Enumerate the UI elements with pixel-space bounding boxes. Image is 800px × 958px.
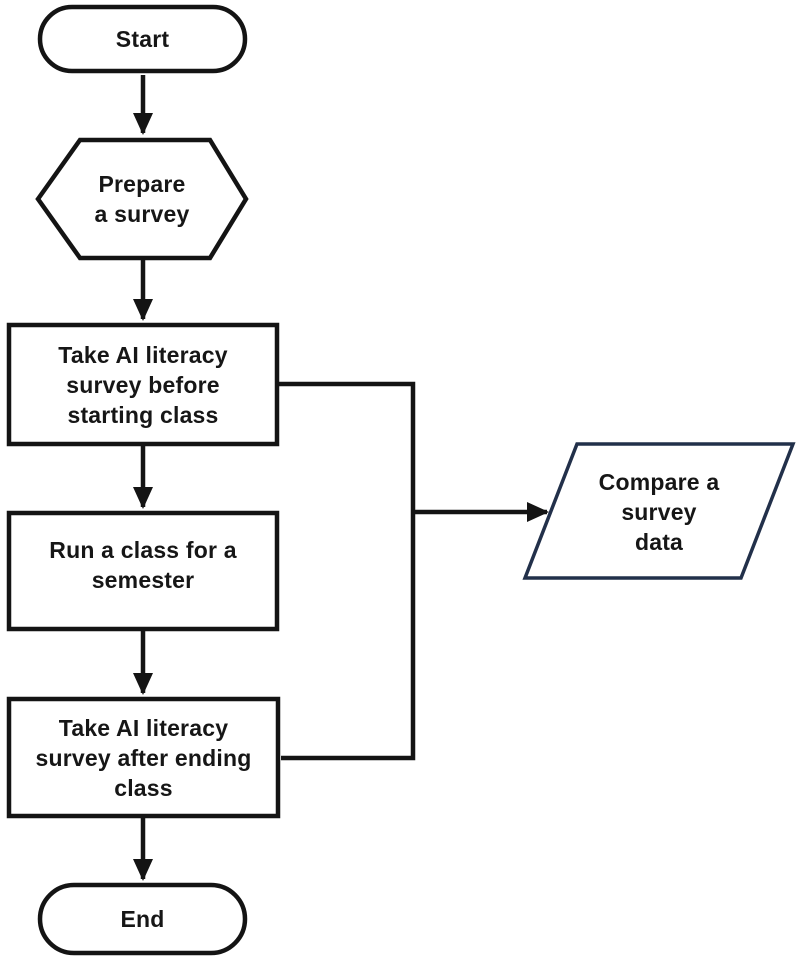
survey-after-process-shape <box>6 696 281 819</box>
survey-before-process-shape <box>6 322 280 447</box>
end-terminator-shape <box>37 882 248 956</box>
prepare-hexagon-shape <box>35 137 249 261</box>
start-terminator-shape <box>37 4 248 74</box>
compare-data-parallelogram-shape <box>522 442 796 580</box>
run-class-process-shape <box>6 510 280 632</box>
right-rail-connector <box>278 381 416 761</box>
